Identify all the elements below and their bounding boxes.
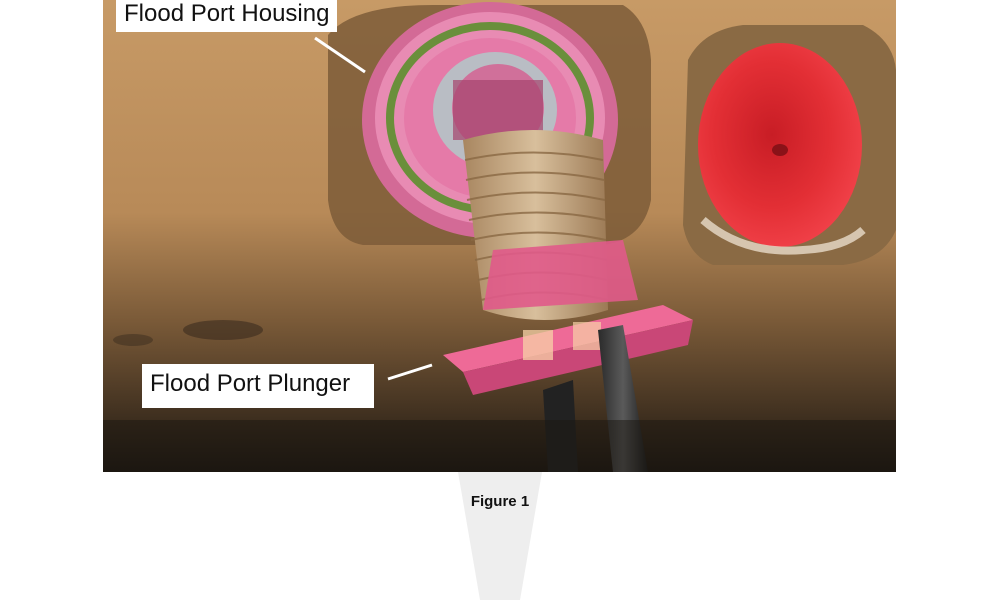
flood-port-plunger (443, 240, 693, 395)
callout-leader-plunger (387, 363, 433, 381)
callout-leader-housing (314, 36, 366, 74)
figure-caption: Figure 1 (470, 493, 530, 510)
callout-flood-port-plunger: Flood Port Plunger (142, 364, 374, 408)
callout-flood-port-housing: Flood Port Housing (116, 0, 338, 32)
figure-photo (103, 0, 896, 472)
